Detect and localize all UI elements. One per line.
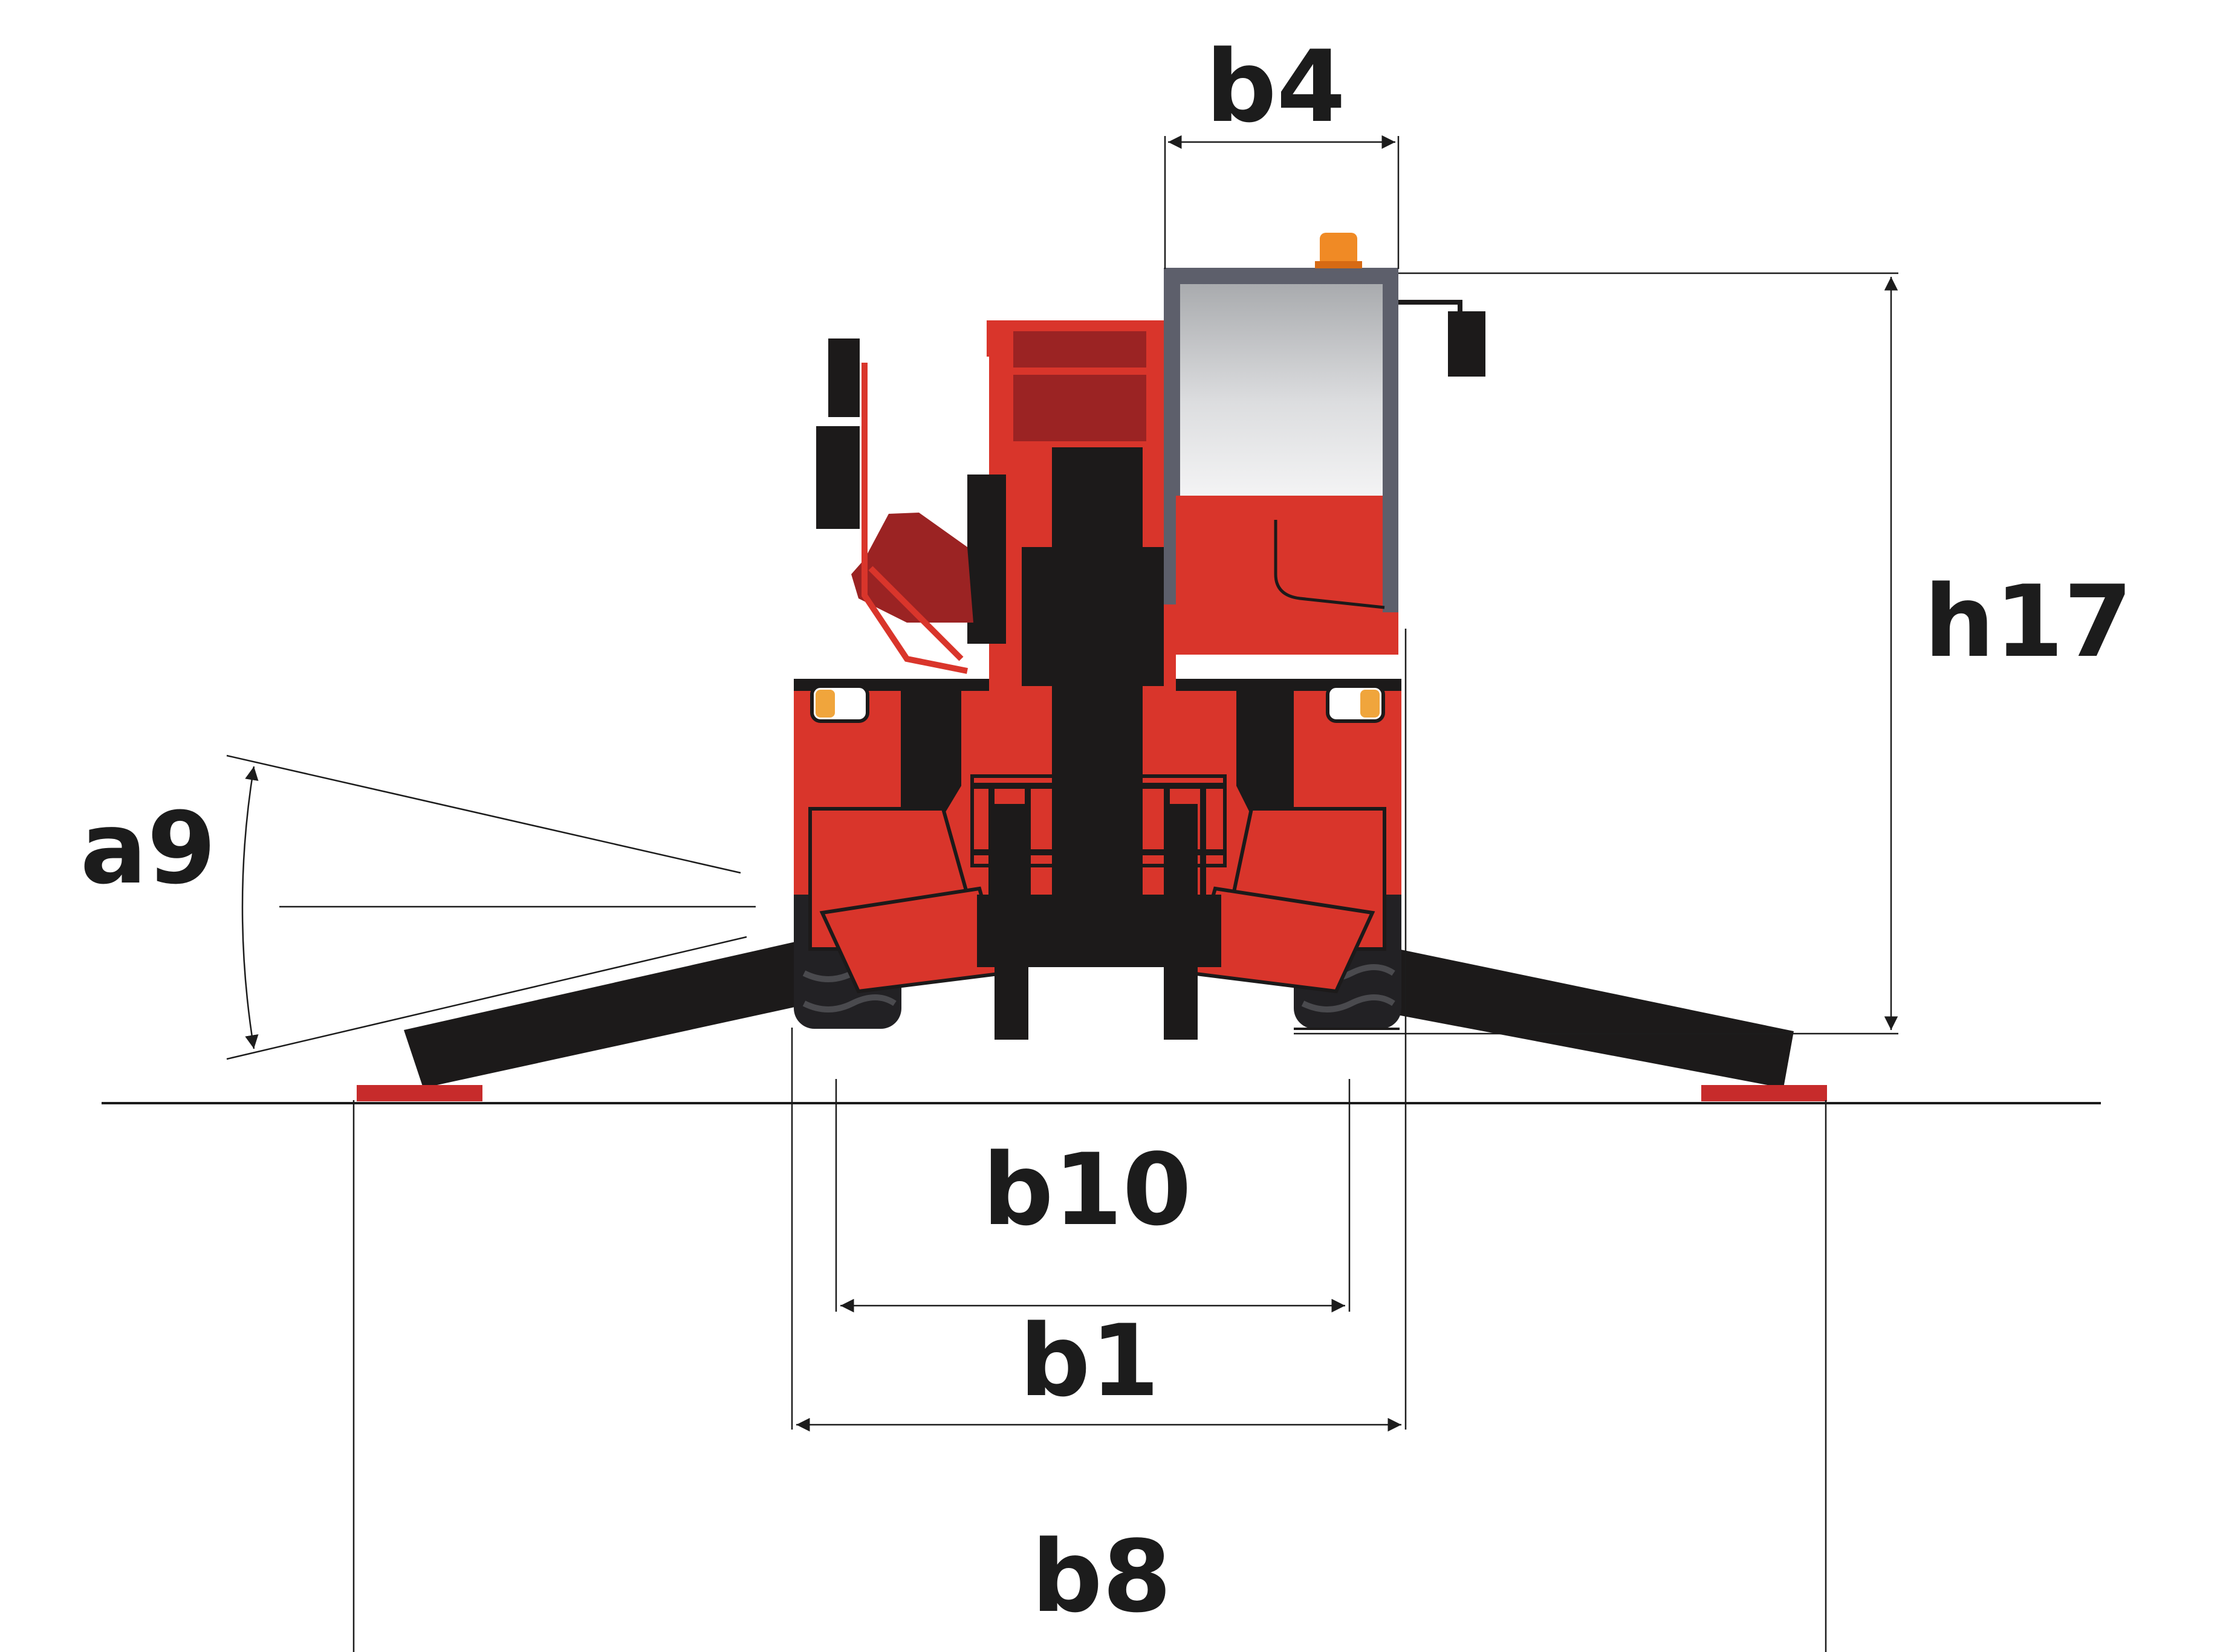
telehandler-machine — [357, 233, 1827, 1101]
engine-hood — [851, 363, 973, 674]
stabilizer-left — [404, 936, 839, 1088]
headlight-right — [1326, 684, 1385, 723]
dimension-h17 — [1294, 272, 1898, 1035]
axle-housing-right — [1189, 807, 1386, 994]
headlight-left — [810, 684, 869, 723]
label-b4: b4 — [1206, 29, 1346, 144]
label-b10: b10 — [982, 1132, 1192, 1248]
label-b1: b1 — [1019, 1303, 1160, 1419]
stabilizer-pad-right — [1701, 1085, 1827, 1101]
dimension-b4 — [1164, 135, 1400, 269]
dimension-b8 — [352, 1100, 1827, 1652]
label-h17: h17 — [1924, 564, 2133, 679]
side-mirror — [1398, 300, 1485, 377]
dimension-a9 — [226, 754, 756, 1060]
exhaust-lower — [816, 426, 860, 529]
label-a9: a9 — [80, 791, 216, 906]
label-b8: b8 — [1031, 1519, 1172, 1634]
boom — [967, 320, 1173, 895]
dimension-b1 — [791, 629, 1407, 1432]
cab — [1164, 268, 1398, 695]
axle-line-right — [1294, 1028, 1400, 1030]
beacon-light — [1315, 233, 1362, 268]
stabilizer-right — [1324, 937, 1794, 1088]
axle-housing-left — [808, 807, 1006, 994]
dimension-b10 — [835, 1079, 1351, 1313]
exhaust-upper — [828, 338, 860, 417]
stabilizer-pad-left — [357, 1085, 482, 1101]
